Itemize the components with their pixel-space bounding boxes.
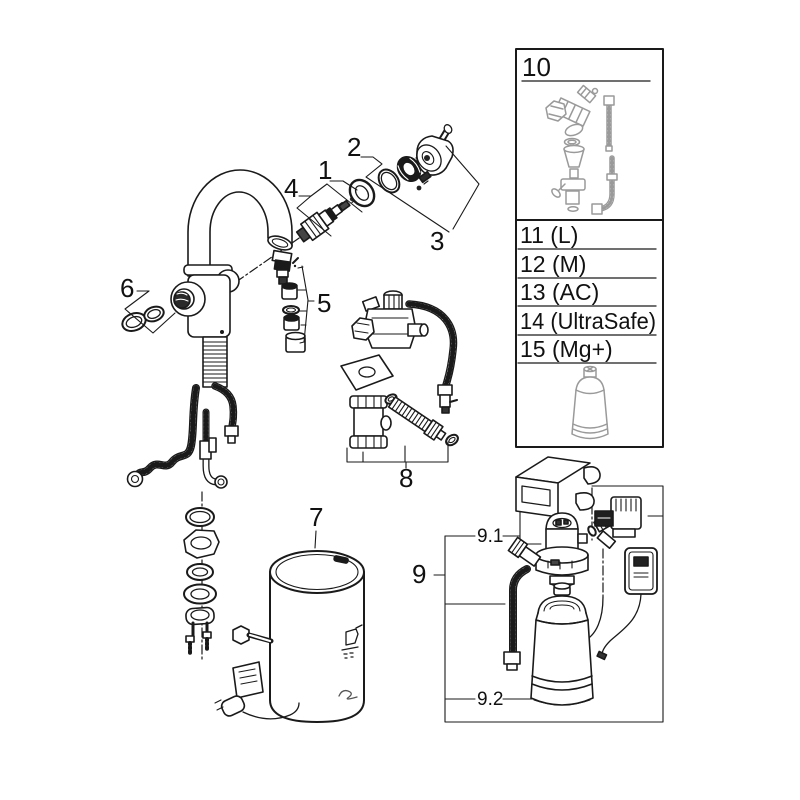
bracket-part5 (297, 265, 315, 344)
control-module (596, 547, 658, 661)
threaded-shank (202, 336, 228, 388)
supply-hoses (126, 382, 239, 489)
safety-valve-assembly: 8 (340, 290, 459, 493)
o-ring-part2 (377, 168, 401, 194)
cartridge-cap (348, 178, 376, 208)
accessory-panel: 10 11 (L) 12 (M) 13 (AC) 14 (UltraSafe) … (515, 48, 664, 448)
panel-valve-illustration (545, 84, 618, 215)
aerator-parts-stack (281, 282, 306, 353)
bracket-lines (124, 145, 480, 334)
mounting-hardware (183, 507, 220, 656)
part-label-9-2: 9.2 (477, 689, 503, 710)
part-label-8: 8 (399, 463, 413, 493)
part-label-1: 1 (318, 155, 332, 185)
part-label-3: 3 (430, 226, 444, 256)
panel-row-15: 15 (Mg+) (520, 336, 613, 362)
mounting-ring-dark (396, 156, 422, 182)
part-label-5: 5 (317, 288, 331, 318)
panel-row-12: 12 (M) (520, 251, 586, 277)
part-label-2: 2 (347, 132, 361, 162)
panel-row-13: 13 (AC) (520, 279, 599, 305)
boiler: 7 (214, 502, 365, 723)
part-label-9: 9 (412, 559, 426, 589)
spray-head (271, 249, 299, 285)
part-label-6: 6 (120, 273, 134, 303)
brand-logo-mark (338, 689, 358, 700)
filter-hose (503, 565, 531, 671)
hot-water-icon (341, 624, 363, 659)
panel-row-11: 11 (L) (520, 222, 578, 248)
part-label-7: 7 (309, 502, 323, 532)
part-label-4: 4 (284, 173, 298, 203)
part-label-10: 10 (522, 52, 551, 82)
panel-border (515, 48, 664, 448)
faucet-body (170, 264, 240, 338)
filter-group: 9 9.1 9.2 (412, 456, 664, 723)
part-label-9-1: 9.1 (477, 526, 503, 547)
handle-o-rings (121, 305, 165, 332)
filter-cartridge (530, 582, 594, 706)
panel-row-14: 14 (UltraSafe) (520, 308, 656, 334)
filter-holder-clamp (515, 456, 601, 518)
lever-handle (416, 124, 454, 191)
faucet-spout (187, 169, 293, 277)
power-plug (214, 695, 300, 720)
panel-cartridge-illustration (571, 365, 609, 440)
